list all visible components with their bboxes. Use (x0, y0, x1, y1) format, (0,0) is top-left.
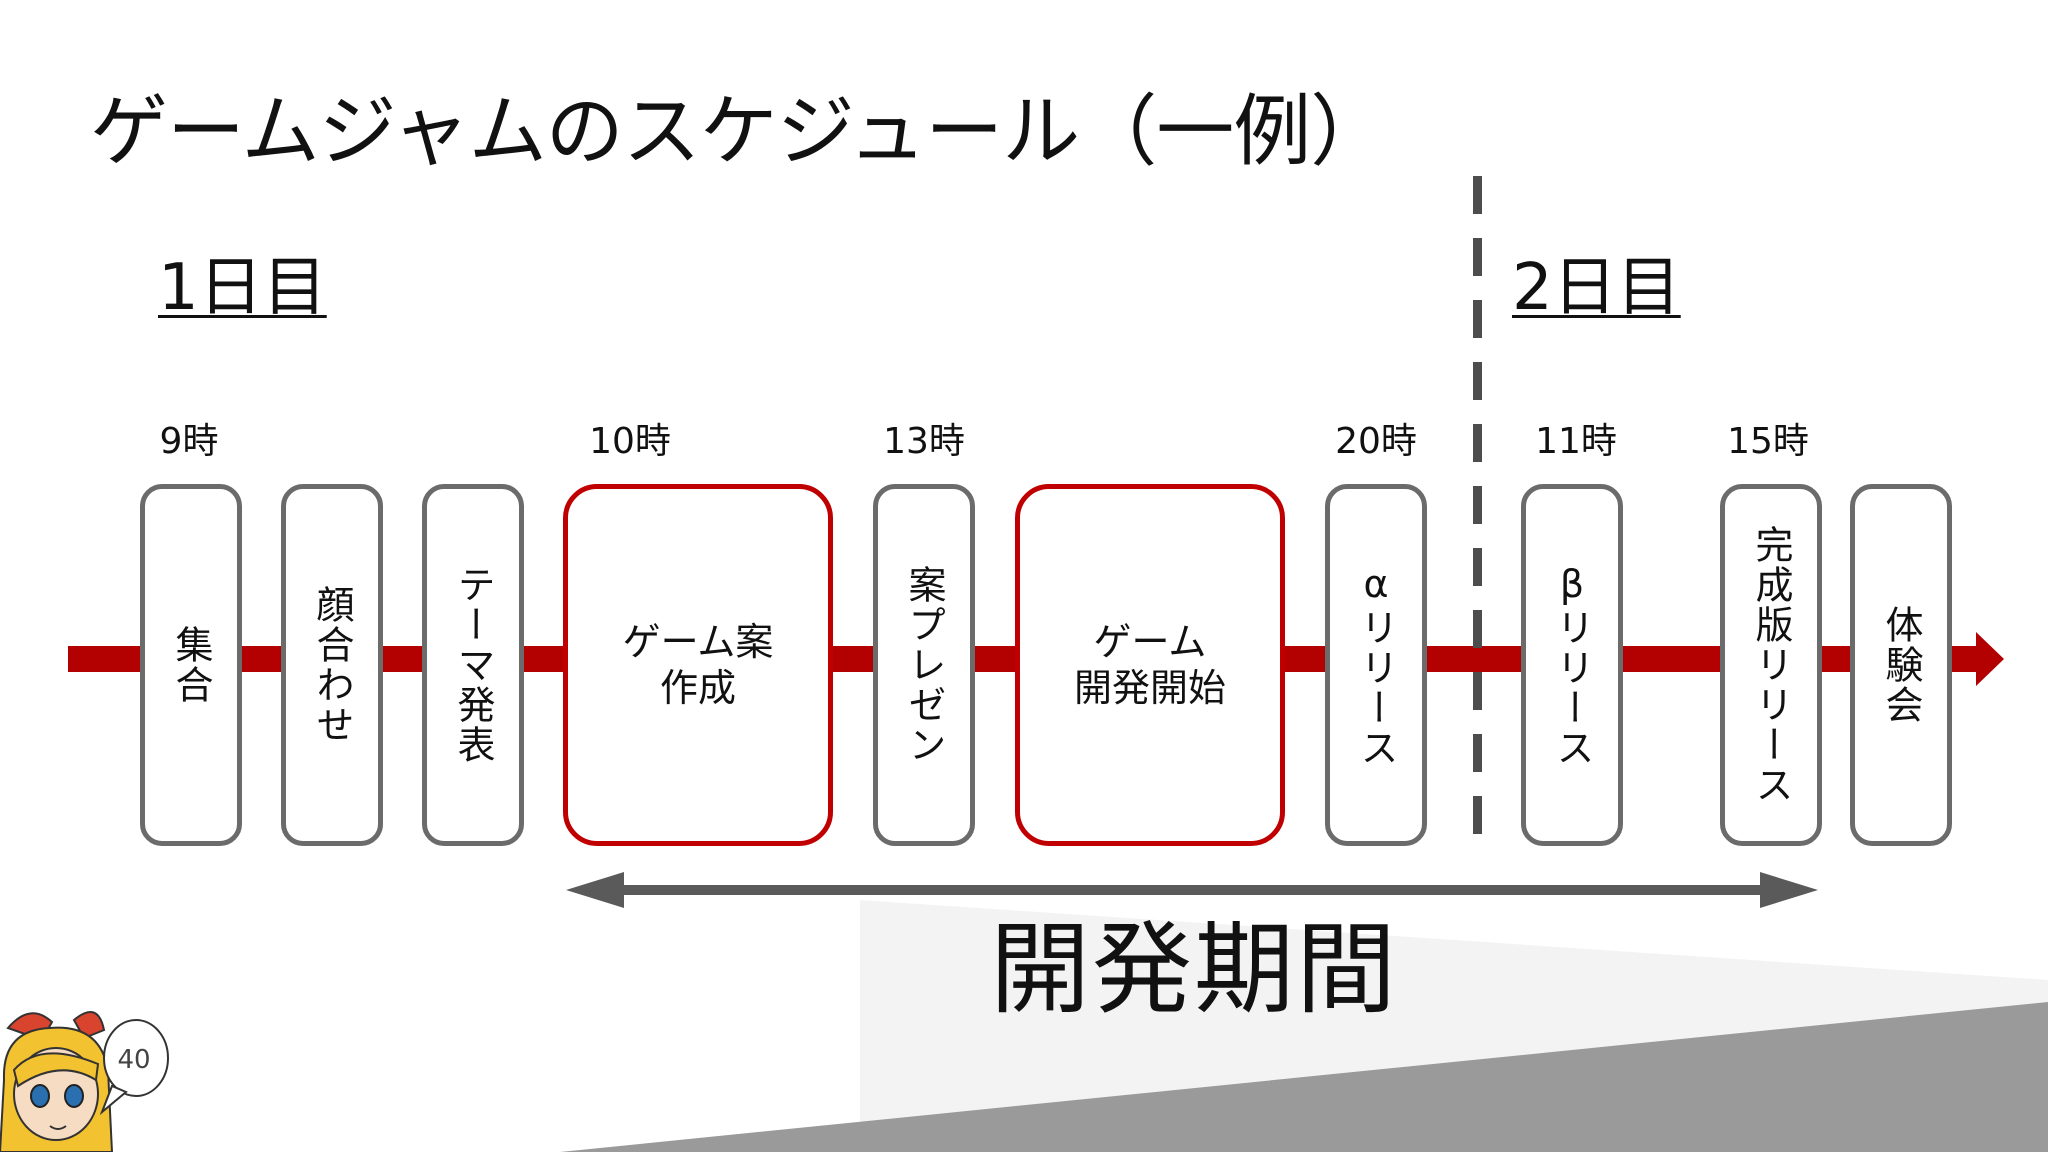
step-pitch: 案プレゼン (873, 484, 975, 846)
dev-period-label: 開発期間 (990, 911, 1398, 1028)
step-demo: 体験会 (1850, 484, 1952, 846)
step-beta: βリリース (1521, 484, 1623, 846)
time-label-11: 11時 (1535, 421, 1617, 462)
step-plan-label: ゲーム案 作成 (622, 620, 774, 710)
time-label-9: 9時 (159, 421, 219, 462)
step-plan: ゲーム案 作成 (563, 484, 833, 846)
time-label-20: 20時 (1335, 421, 1417, 462)
step-pitch-label: 案プレゼン (902, 565, 946, 765)
step-demo-label: 体験会 (1879, 605, 1923, 725)
step-alpha: αリリース (1325, 484, 1427, 846)
slide-title: ゲームジャムのスケジュール（一例） (90, 87, 1388, 177)
step-meet: 顔合わせ (281, 484, 383, 846)
step-beta-label: βリリース (1550, 562, 1594, 768)
step-dev-start-label: ゲーム 開発開始 (1073, 620, 1226, 710)
step-meet-label: 顔合わせ (310, 585, 354, 745)
background-gray-band (560, 1002, 2048, 1152)
dev-period-arrowhead-right (1760, 872, 1818, 908)
time-label-13: 13時 (883, 421, 965, 462)
dev-period-arrow-line (606, 885, 1770, 895)
step-dev-start: ゲーム 開発開始 (1015, 484, 1285, 846)
step-theme: テーマ発表 (422, 484, 524, 846)
step-final: 完成版リリース (1720, 484, 1822, 846)
page-number: 40 (117, 1045, 151, 1075)
timeline-arrowhead (1976, 632, 2004, 686)
step-theme-label: テーマ発表 (451, 565, 495, 765)
step-gather-label: 集合 (169, 625, 213, 705)
day1-label: 1日目 (158, 251, 327, 325)
speech-bubble-icon (100, 1019, 169, 1115)
step-final-label: 完成版リリース (1749, 525, 1793, 805)
time-label-15: 15時 (1727, 421, 1809, 462)
day2-label: 2日目 (1512, 251, 1681, 325)
step-alpha-label: αリリース (1354, 562, 1398, 768)
day-divider-dashed-line (1473, 176, 1482, 850)
step-gather: 集合 (140, 484, 242, 846)
dev-period-arrowhead-left (566, 872, 624, 908)
time-label-10: 10時 (589, 421, 671, 462)
